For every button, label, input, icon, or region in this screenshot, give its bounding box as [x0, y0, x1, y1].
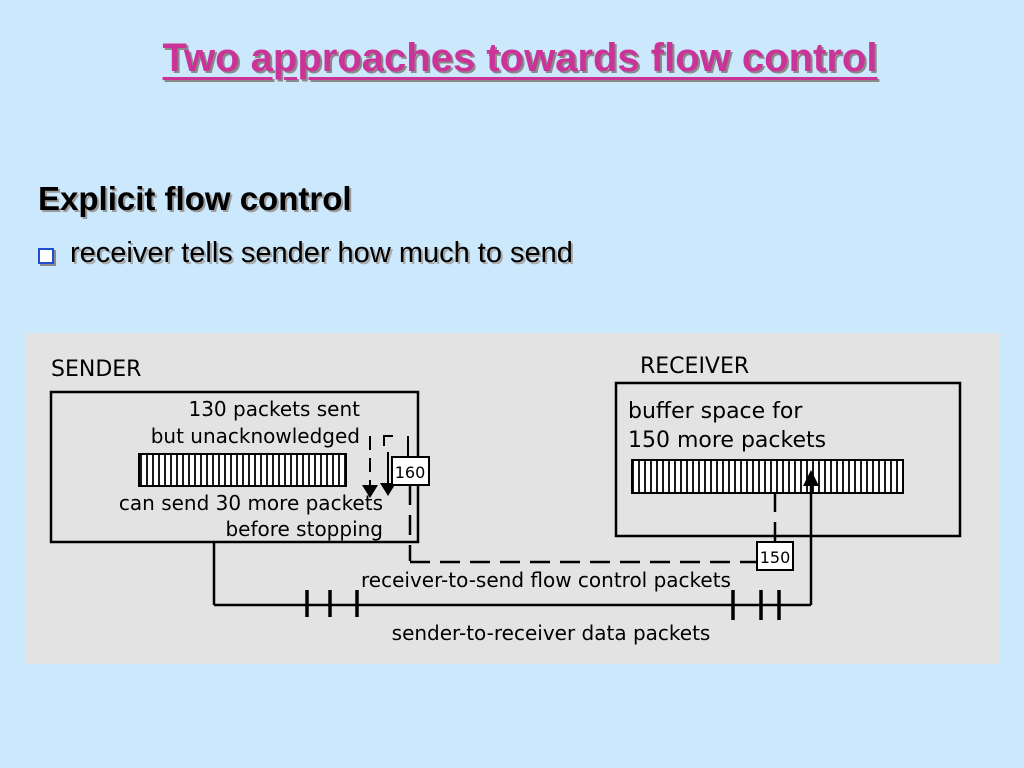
section-heading: Explicit flow control — [38, 180, 352, 217]
receiver-text-2: 150 more packets — [628, 428, 826, 453]
receiver-label: RECEIVER — [640, 354, 749, 379]
bullet-item: receiver tells sender how much to send — [38, 237, 573, 270]
arrow-down-icon — [362, 485, 378, 498]
data-packets-label: sender-to-receiver data packets — [392, 621, 711, 645]
arrow-up-icon — [803, 470, 819, 486]
sender-text-2: but unacknowledged — [151, 424, 360, 448]
window-marker-bracket — [383, 435, 393, 446]
slide-title: Two approaches towards flow control — [162, 36, 878, 80]
window-value-150: 150 — [760, 548, 791, 567]
window-badge-160 — [391, 456, 430, 486]
receiver-box — [614, 381, 962, 538]
sender-text-4: before stopping — [225, 517, 383, 541]
diagram-panel — [25, 333, 1000, 664]
sender-text-3: can send 30 more packets — [119, 491, 383, 515]
sender-text-1: 130 packets sent — [188, 397, 360, 421]
sender-buffer — [138, 453, 347, 487]
arrow-down-icon — [380, 483, 396, 496]
control-packets-label: receiver-to-send flow control packets — [361, 568, 731, 592]
square-bullet-icon — [38, 247, 54, 264]
receiver-buffer — [631, 459, 904, 494]
window-value-160: 160 — [395, 463, 426, 482]
bullet-text: receiver tells sender how much to send — [70, 237, 573, 269]
sender-label: SENDER — [51, 357, 141, 382]
receiver-text-1: buffer space for — [628, 399, 803, 424]
